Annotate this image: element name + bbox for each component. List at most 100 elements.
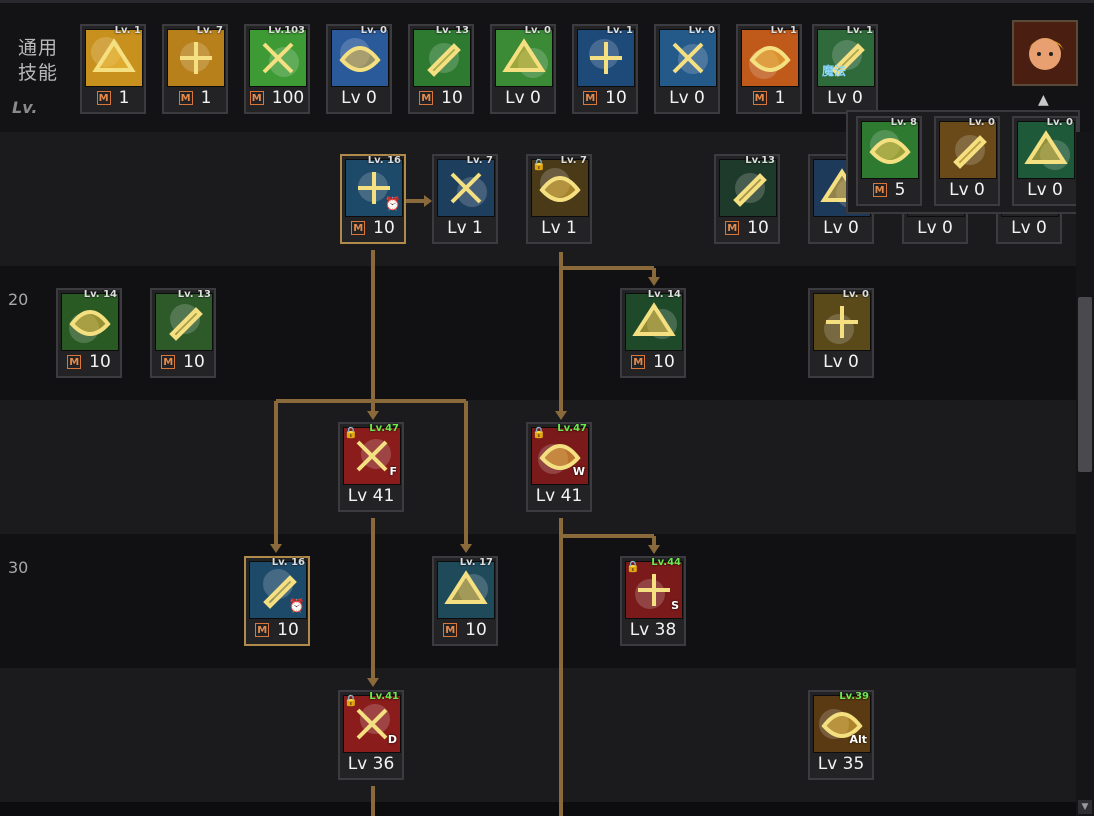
cooldown-clock-icon: ⏰ [384, 197, 401, 212]
skill-icon [659, 29, 717, 87]
tree-row-band [0, 668, 1076, 802]
skill-value-row: Lv 36 [340, 752, 402, 776]
skill-level-value: 10 [605, 88, 627, 108]
skill-icon [939, 121, 997, 179]
skill-level-tag: Lv. 0 [968, 117, 995, 128]
skill-value-row: Lv 0 [810, 350, 872, 374]
skill-icon [331, 29, 389, 87]
skill-level-value: 100 [271, 88, 305, 108]
skill-slot[interactable]: Lv. 1 M 10 [572, 24, 638, 114]
master-badge-icon: M [249, 91, 264, 105]
skill-level-value: Lv 36 [347, 754, 395, 774]
skill-level-tag: Lv. 16 [271, 557, 305, 568]
master-badge-icon: M [443, 623, 458, 637]
skill-icon [817, 29, 875, 87]
master-badge-icon: M [725, 221, 740, 235]
skill-level-value: 1 [118, 88, 130, 108]
skill-slot[interactable]: Lv. 0 Lv 0 [934, 116, 1000, 206]
skill-level-tag: Lv. 13 [435, 25, 469, 36]
skill-level-value: 10 [89, 352, 111, 372]
skill-icon [249, 561, 307, 619]
hotkey-label: W [572, 465, 585, 478]
skill-level-value: 10 [183, 352, 205, 372]
skill-icon [413, 29, 471, 87]
skill-level-value: 5 [894, 180, 906, 200]
scrollbar-thumb[interactable] [1078, 297, 1092, 472]
master-badge-icon: M [872, 183, 887, 197]
master-badge-icon: M [67, 355, 82, 369]
skill-icon [345, 159, 403, 217]
skill-value-row: Lv 38 [622, 618, 684, 642]
skill-level-value: 1 [200, 88, 212, 108]
skill-level-value: Lv 0 [505, 88, 541, 108]
skill-level-tag: Lv. 0 [360, 25, 387, 36]
skill-icon [167, 29, 225, 87]
skill-slot[interactable]: Lv. 14 M 10 [56, 288, 122, 378]
row-level-30: 30 [8, 558, 29, 577]
skill-level-value: Lv 0 [949, 180, 985, 200]
skill-level-tag: Lv.39 [839, 691, 869, 702]
vertical-scrollbar[interactable]: ▼ [1076, 132, 1094, 816]
skill-level-value: Lv 35 [817, 754, 865, 774]
skill-value-row: Lv 1 [434, 216, 496, 240]
skill-icon [625, 561, 683, 619]
skill-caption: 魔法 [822, 64, 847, 78]
skill-level-value: Lv 0 [917, 218, 953, 238]
skill-level-tag: Lv. 14 [83, 289, 117, 300]
hotkey-label: Alt [849, 733, 867, 746]
character-portrait[interactable] [1012, 20, 1078, 86]
skill-level-value: Lv 41 [347, 486, 395, 506]
skill-value-row: Lv 0 [814, 86, 876, 110]
skill-level-value: Lv 1 [541, 218, 577, 238]
hotkey-label: D [387, 733, 397, 746]
skill-slot[interactable]: Lv. 7 Lv 1 [432, 154, 498, 244]
skill-level-value: 1 [774, 88, 786, 108]
skill-value-row: Lv 0 [810, 216, 872, 240]
skill-slot[interactable]: Lv. 7🔒Lv 1 [526, 154, 592, 244]
hotkey-label: F [389, 465, 397, 478]
skill-level-tag: Lv. 1 [606, 25, 633, 36]
master-badge-icon: M [178, 91, 193, 105]
skill-value-row: Lv 0 [1014, 178, 1076, 202]
skill-value-row: Lv 0 [904, 216, 966, 240]
master-badge-icon: M [583, 91, 598, 105]
skill-level-tag: Lv. 7 [466, 155, 493, 166]
skill-icon [531, 159, 589, 217]
skill-icon [495, 29, 553, 87]
expand-up-icon[interactable]: ▲ [1038, 92, 1049, 108]
skill-level-value: Lv 0 [1011, 218, 1047, 238]
skill-icon [741, 29, 799, 87]
scroll-down-icon[interactable]: ▼ [1078, 800, 1092, 814]
skill-icon [61, 293, 119, 351]
tree-row-band [0, 534, 1076, 668]
